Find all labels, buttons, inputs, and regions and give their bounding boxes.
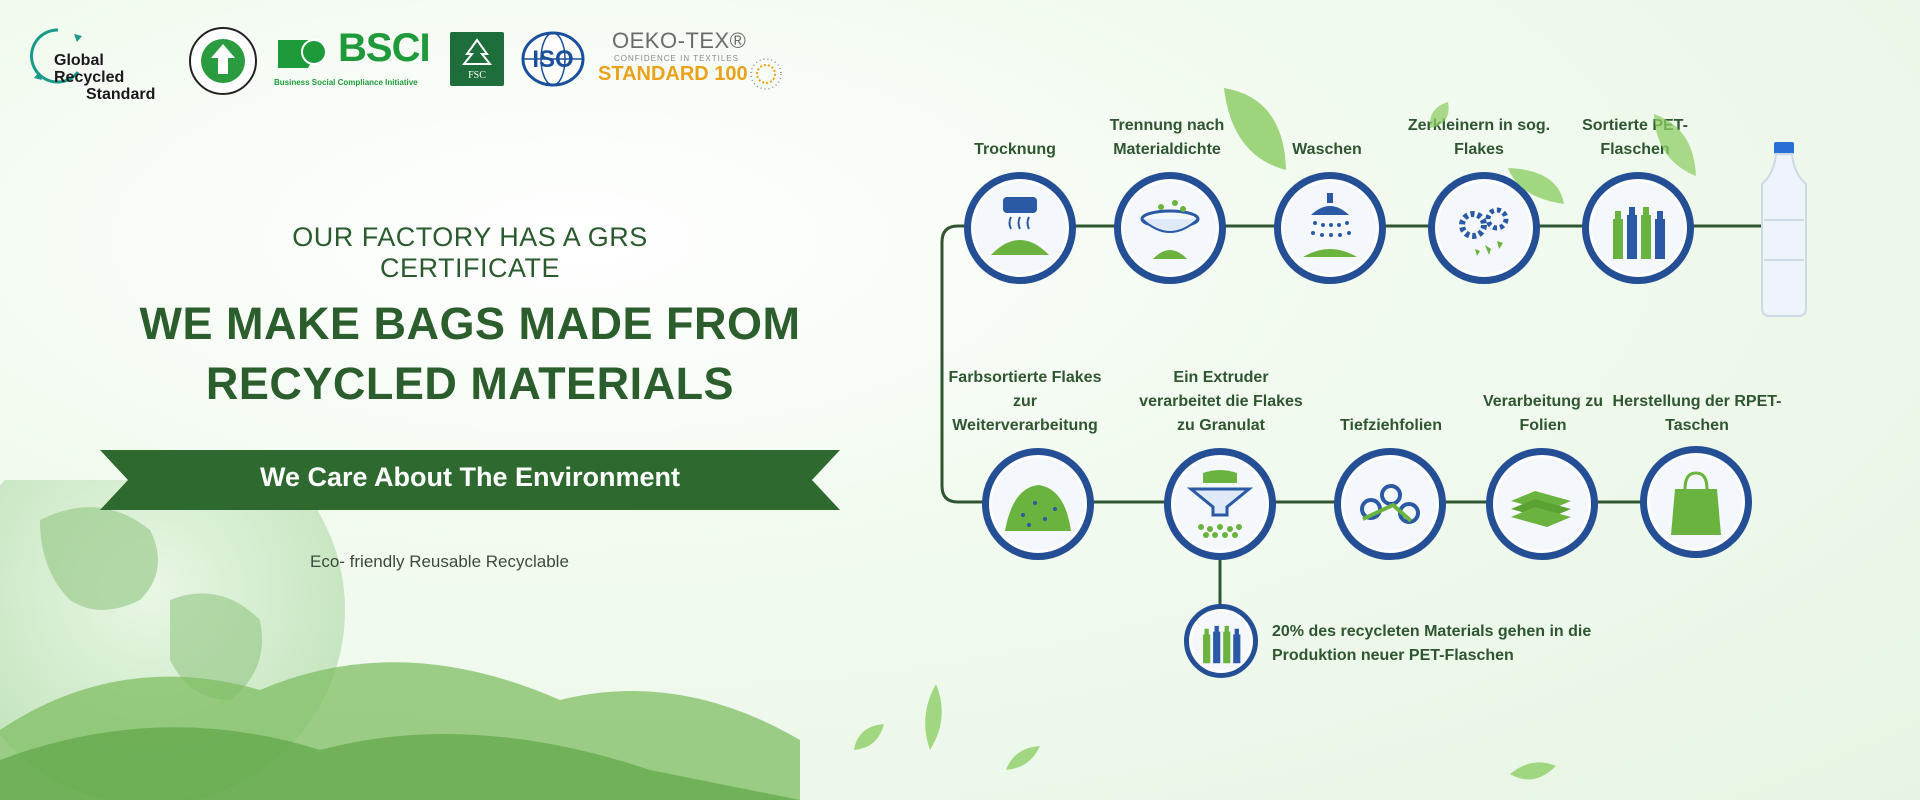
bsci-name: BSCI <box>338 26 431 70</box>
step-label-color-sorted: Farbsortierte Flakes zur Weiterverarbeit… <box>948 369 1102 434</box>
leaf-decoration <box>854 724 884 750</box>
grs-logo: Global Recycled Standard <box>28 24 178 103</box>
sieve-icon <box>1140 200 1200 259</box>
iso-name: ISO <box>532 46 573 73</box>
step-thermoforming-films <box>1334 448 1446 560</box>
page-title: WE MAKE BAGS MADE FROM RECYCLED MATERIAL… <box>130 294 810 414</box>
step-extruder <box>1164 448 1276 560</box>
bottles-icon <box>1613 207 1665 259</box>
step-label-film-processing: Verarbeitung zu Folien <box>1482 393 1604 434</box>
sunburst-icon <box>750 58 782 90</box>
shower-icon <box>1303 193 1357 257</box>
leaf-decoration <box>925 684 942 750</box>
leaf-decoration <box>1224 88 1286 170</box>
leaf-decoration <box>1654 114 1696 176</box>
dryer-icon <box>991 197 1049 255</box>
sheets-icon <box>1511 491 1571 527</box>
step-label-shredding: Zerkleinern in sog. Flakes <box>1407 117 1551 158</box>
leaf-decoration <box>1429 102 1449 128</box>
leaf-decoration <box>1510 762 1556 780</box>
oeko-tex-logo: OEKO-TEX® CONFIDENCE IN TEXTILES STANDAR… <box>598 28 788 90</box>
fsc-name: FSC <box>468 70 486 81</box>
oeko-standard: STANDARD 100 <box>598 63 748 85</box>
banner-text: We Care About The Environment <box>259 462 681 492</box>
step-shredding <box>1428 172 1540 284</box>
step-label-washing: Waschen <box>1292 141 1362 158</box>
step-label-density: Trennung nach Materialdichte <box>1109 117 1225 158</box>
step-density-separation <box>1114 172 1226 284</box>
grs-line2: Standard <box>86 86 156 103</box>
oeko-tag: CONFIDENCE IN TEXTILES <box>614 54 739 63</box>
leaf-decoration <box>1006 746 1040 770</box>
gears-icon <box>1459 207 1509 256</box>
bottles-icon <box>1203 625 1241 664</box>
step-rpet-bag-production <box>1640 446 1752 558</box>
tagline: Eco- friendly Reusable Recyclable <box>310 552 569 571</box>
step-label-extruder: Ein Extruder verarbeitet die Flakes zu G… <box>1139 369 1303 434</box>
leaf-decoration <box>1508 168 1564 204</box>
step-washing <box>1274 172 1386 284</box>
film-rolls-icon <box>1360 484 1420 524</box>
grs-kicker: OUR FACTORY HAS A GRS CERTIFICATE <box>292 222 648 283</box>
ribbon-banner <box>100 450 840 510</box>
step-label-bag-production: Herstellung der RPET-Taschen <box>1612 393 1782 434</box>
step-sorted-bottles <box>1582 172 1694 284</box>
fsc-logo: FSC <box>450 32 504 86</box>
headline-line1: WE MAKE BAGS MADE FROM <box>139 298 801 349</box>
oeko-name: OEKO-TEX® <box>612 28 747 53</box>
step-drying <box>964 172 1076 284</box>
pet-bottle-image <box>1761 142 1807 317</box>
step-film-processing <box>1486 448 1598 560</box>
headline-line2: RECYCLED MATERIALS <box>205 358 735 409</box>
flakes-pile-icon <box>1005 485 1071 531</box>
gots-logo <box>188 26 258 101</box>
step-color-sorted-flakes <box>982 448 1094 560</box>
bag-icon <box>1671 471 1721 535</box>
bsci-sub: Business Social Compliance Initiative <box>274 78 418 87</box>
extruder-icon <box>1186 470 1254 538</box>
step-label-thermoforming: Tiefziehfolien <box>1340 417 1442 434</box>
iso-logo: ISO <box>520 30 586 93</box>
note-bottles-circle <box>1184 604 1258 678</box>
grs-line1: Global Recycled <box>54 52 125 86</box>
foliage-decoration <box>0 480 800 800</box>
recycling-note: 20% des recycleten Materials gehen in di… <box>1272 623 1592 664</box>
step-label-drying: Trocknung <box>974 141 1056 158</box>
